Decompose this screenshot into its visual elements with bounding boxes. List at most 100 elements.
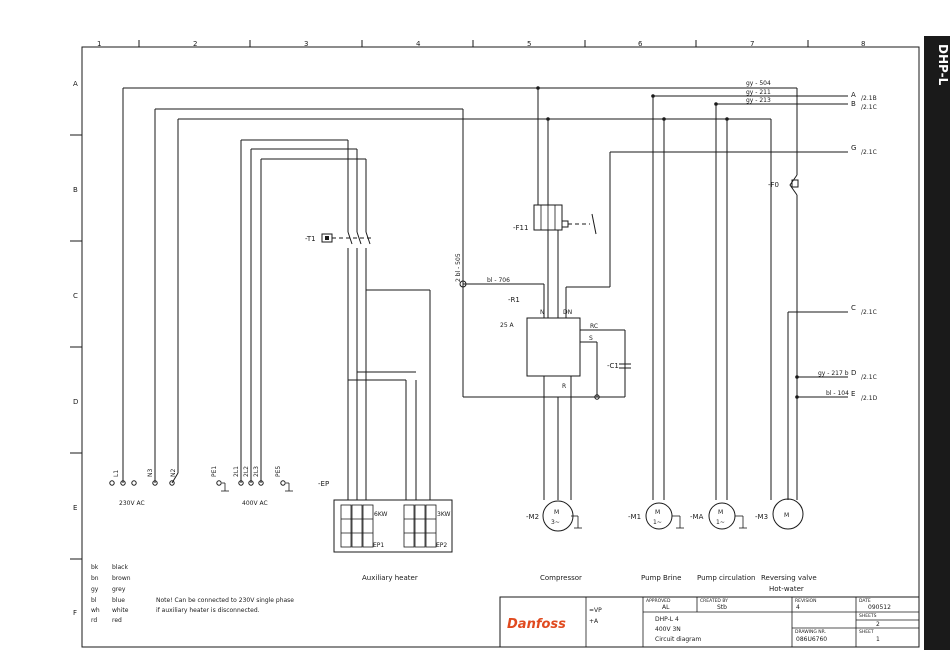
- legend-code: bl: [91, 597, 97, 604]
- reversing-valve-label: Reversing valve: [761, 574, 817, 582]
- terminal-2l2-label: 2L2: [243, 466, 250, 477]
- terminal-point: [594, 394, 600, 400]
- revision-caption: REVISION: [795, 598, 816, 604]
- n-label: N: [540, 309, 545, 316]
- side-tab-label: DHP-L: [936, 44, 950, 86]
- s-label: S: [589, 335, 593, 342]
- capacitor-c1: -C1: [607, 362, 631, 370]
- danfoss-logo: Danfoss: [507, 617, 566, 632]
- wire-bl505-label: 2 bl - 505: [455, 253, 462, 282]
- supply-terminals: L1 N3 N2 PE1 2L1 2L2 2L3 PE5 230V AC 400…: [109, 466, 293, 507]
- wire-labels: gy - 504 gy - 211 gy - 213 bl - 706 2 bl…: [455, 80, 849, 397]
- wire-bl706-label: bl - 706: [487, 277, 510, 284]
- ref-c-target: /2.1C: [861, 309, 877, 316]
- wire-gy504-label: gy - 504: [746, 80, 771, 87]
- drawing-value: 086U6760: [796, 636, 827, 643]
- motor-m2: M 3~ -M2: [526, 500, 582, 532]
- drawing-frame: [81, 46, 920, 648]
- color-legend: bk black bn brown gy grey bl blue wh whi…: [91, 564, 294, 624]
- ref-c-letter: C: [851, 304, 856, 312]
- pump-brine-label: Pump Brine: [641, 574, 681, 582]
- motor-ma: M 1~ -MA: [690, 502, 747, 530]
- ep2-label: EP2: [436, 542, 447, 549]
- created-value: Stb: [717, 604, 727, 611]
- legend-name: blue: [112, 597, 125, 604]
- column-label: 5: [527, 40, 531, 48]
- document-type: Circuit diagram: [655, 636, 701, 643]
- sheet-value: 1: [876, 636, 880, 643]
- row-labels: A B C D E F: [73, 80, 78, 617]
- column-label: 3: [304, 40, 308, 48]
- legend-name: grey: [112, 586, 126, 593]
- terminal-n3-label: N3: [147, 469, 154, 477]
- aux-heater-label: Auxiliary heater: [362, 574, 418, 582]
- legend-code: rd: [91, 617, 97, 624]
- title-block: Danfoss =VP +A APPROVED AL CREATED BY St…: [499, 596, 920, 648]
- svg-text:1~: 1~: [653, 519, 662, 526]
- row-label: E: [73, 504, 77, 512]
- r1-rating: 25 A: [500, 322, 515, 329]
- ep1-label: EP1: [373, 542, 384, 549]
- wiring: [122, 87, 848, 500]
- row-label: F: [73, 609, 77, 617]
- wire-gy213-label: gy - 213: [746, 97, 771, 104]
- c1-label: -C1: [607, 362, 619, 370]
- legend-code: gy: [91, 586, 99, 593]
- overload-f11: -F11: [513, 204, 597, 235]
- svg-text:1~: 1~: [716, 519, 725, 526]
- product-voltage: 400V 3N: [655, 626, 681, 633]
- rc-label: RC: [590, 323, 598, 330]
- column-label: 1: [97, 40, 101, 48]
- approved-value: AL: [662, 604, 670, 611]
- ref-b-target: /2.1C: [861, 104, 877, 111]
- contactor-t1: -T1: [305, 231, 372, 245]
- terminal-pe5-label: PE5: [275, 466, 282, 477]
- wire-bl104-label: bl - 104: [826, 390, 849, 397]
- legend-code: bk: [91, 564, 99, 571]
- terminal-pe1-label: PE1: [211, 466, 218, 477]
- ref-e-letter: E: [851, 390, 855, 398]
- pump-circulation-label: Pump circulation: [697, 574, 755, 582]
- r-label: R: [562, 383, 566, 390]
- product-name: DHP-L 4: [655, 616, 679, 623]
- terminal-2l1-label: 2L1: [233, 466, 240, 477]
- column-label: 6: [638, 40, 643, 48]
- wire-gy217b-label: gy - 217 b: [818, 370, 849, 377]
- motor-m1: M 1~ -M1: [628, 502, 684, 530]
- m3-label: -M3: [755, 513, 768, 521]
- revision-value: 4: [796, 604, 800, 611]
- terminal-n2-label: N2: [170, 469, 177, 477]
- side-tab: DHP-L: [924, 36, 950, 650]
- terminal-l1-label: L1: [113, 470, 120, 477]
- date-caption: DATE: [859, 598, 871, 604]
- svg-text:M: M: [554, 509, 559, 516]
- legend-code: wh: [91, 607, 100, 614]
- date-value: 090512: [868, 604, 891, 611]
- drawing-caption: DRAWING NR.: [795, 629, 826, 635]
- legend-name: red: [112, 617, 122, 624]
- svg-text:M: M: [718, 509, 723, 516]
- supply-230v-label: 230V AC: [119, 500, 145, 507]
- approved-caption: APPROVED: [646, 598, 671, 604]
- legend-name: black: [112, 564, 128, 571]
- motor-m3: M -M3: [755, 498, 804, 530]
- junctions: [536, 86, 799, 399]
- dn-label: DN: [563, 309, 572, 316]
- ref-g-letter: G: [851, 144, 856, 152]
- cross-references: A /2.1B B /2.1C G /2.1C C /2.1C D /2.1C …: [851, 91, 878, 402]
- m1-label: -M1: [628, 513, 641, 521]
- title-a: +A: [589, 618, 599, 625]
- ref-b-letter: B: [851, 100, 856, 108]
- hot-water-label: Hot-water: [769, 585, 804, 593]
- svg-text:M: M: [655, 509, 660, 516]
- m2-label: -M2: [526, 513, 539, 521]
- terminal-2l3-label: 2L3: [253, 466, 260, 477]
- wire-gy211-label: gy - 211: [746, 89, 771, 96]
- compressor-label: Compressor: [540, 574, 582, 582]
- aux-heater-ep: -EP 6KW 3KW EP1 EP2: [318, 480, 453, 553]
- terminal-point: [459, 280, 467, 288]
- column-labels: 1 2 3 4 5 6 7 8: [97, 40, 865, 48]
- row-label: D: [73, 398, 78, 406]
